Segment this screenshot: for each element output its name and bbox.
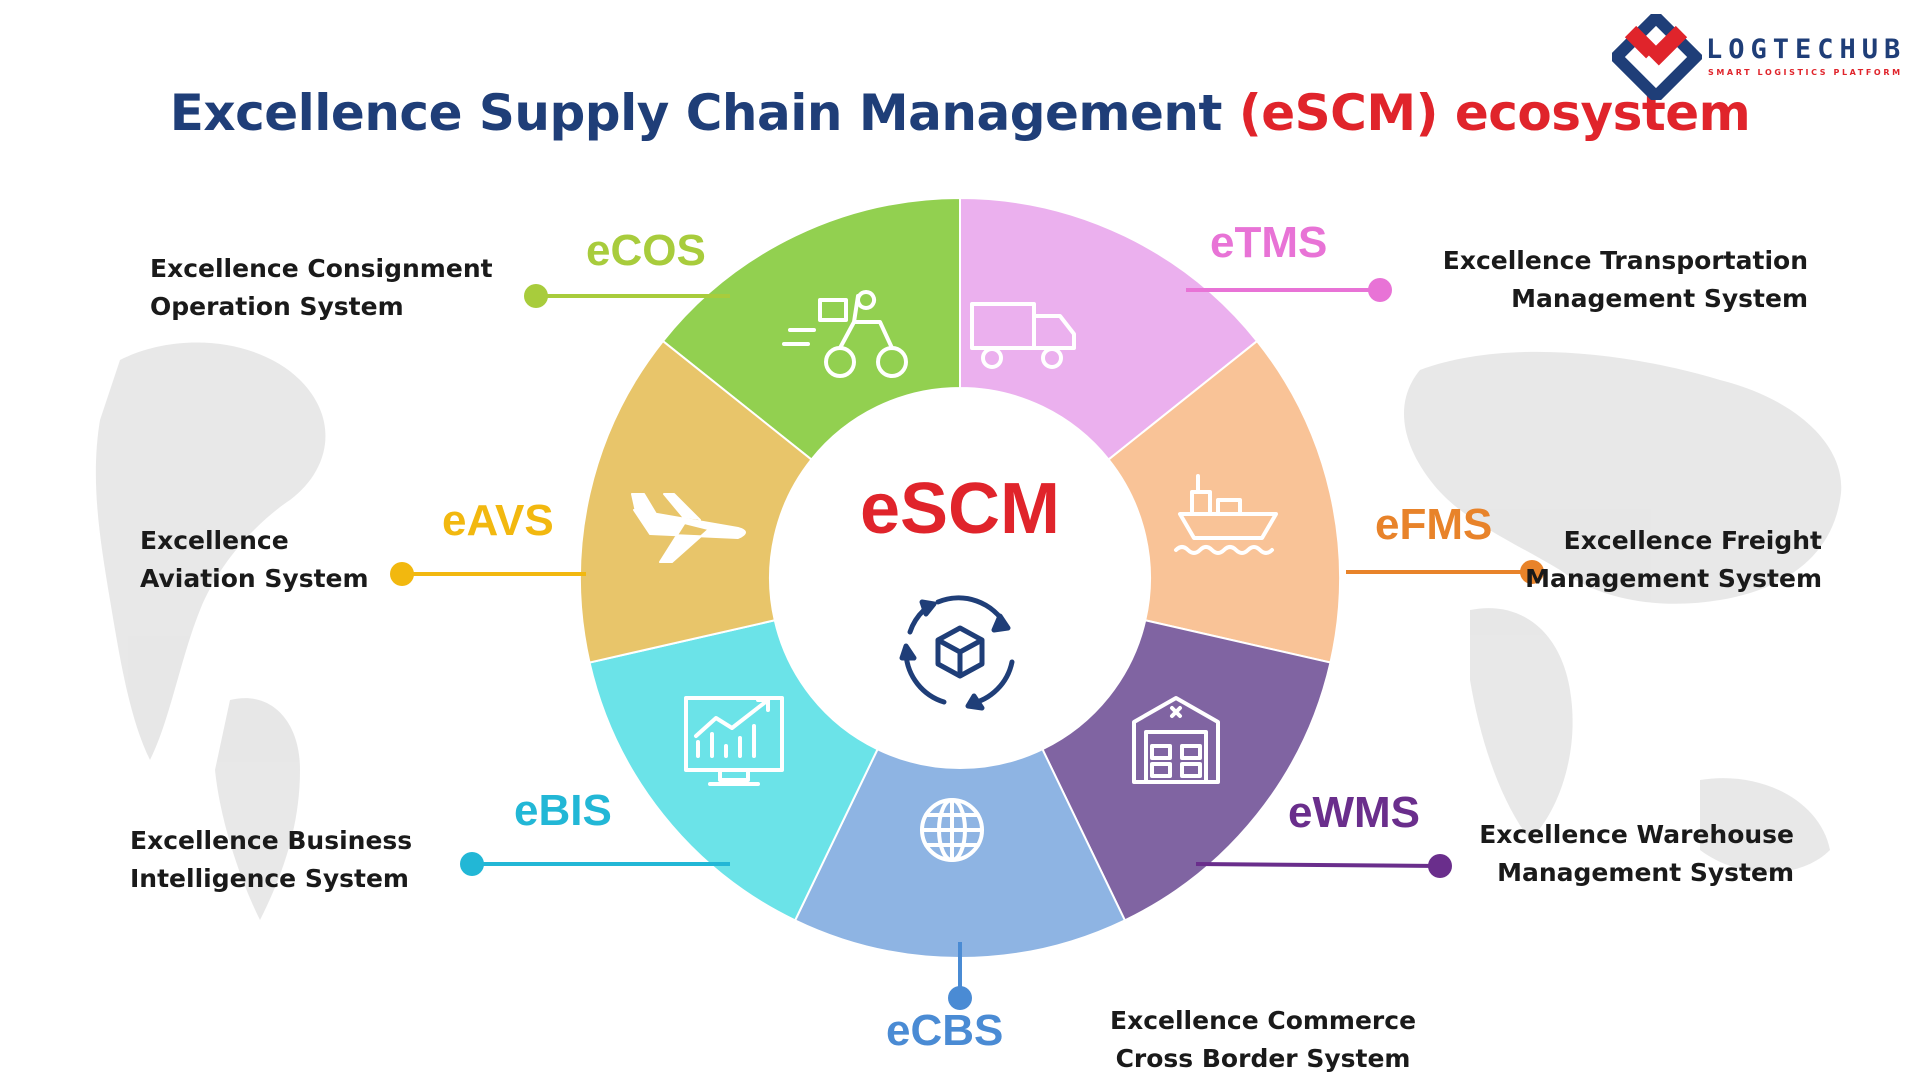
segment-desc-line: Excellence Warehouse xyxy=(1479,820,1794,849)
page-title: Excellence Supply Chain Management (eSCM… xyxy=(0,84,1920,142)
segment-desc-efms: Excellence Freight Management System xyxy=(1525,522,1822,598)
segment-abbr-ebis: eBIS xyxy=(514,786,612,835)
wheel-segment-etms xyxy=(959,196,1259,461)
segment-desc-line: Management System xyxy=(1497,858,1794,887)
wheel-segment-ewms xyxy=(1041,619,1332,922)
delivery-scooter-icon xyxy=(782,290,908,378)
segment-desc-ecbs: Excellence Commerce Cross Border System xyxy=(1110,1002,1416,1078)
segment-desc-ebis: Excellence Business Intelligence System xyxy=(130,822,412,898)
segment-desc-line: Excellence Commerce xyxy=(1110,1006,1417,1035)
airplane-icon xyxy=(631,493,746,563)
segment-desc-line: Excellence Transportation xyxy=(1442,246,1808,275)
segment-desc-line: Operation System xyxy=(150,292,404,321)
segment-abbr-ecos: eCOS xyxy=(586,226,706,275)
connector-dot xyxy=(390,562,414,586)
logtechub-logo: LOGTECHUB SMART LOGISTICS PLATFORM xyxy=(1607,8,1912,106)
segment-desc-line: Management System xyxy=(1525,564,1822,593)
center-label: eSCM xyxy=(859,469,1061,549)
segment-desc-line: Excellence xyxy=(140,526,289,555)
connector-dot xyxy=(524,284,548,308)
connector-dot xyxy=(948,986,972,1010)
globe-icon xyxy=(920,798,984,862)
cycle-arrows-box-icon xyxy=(899,595,1015,711)
segment-abbr-efms: eFMS xyxy=(1375,500,1493,549)
segment-abbr-ewms: eWMS xyxy=(1288,788,1420,837)
segment-desc-line: Intelligence System xyxy=(130,864,409,893)
title-highlight: (eSCM) xyxy=(1238,84,1439,142)
segment-desc-ecos: Excellence Consignment Operation System xyxy=(150,250,493,326)
connector-dot xyxy=(460,852,484,876)
segment-desc-line: Excellence Consignment xyxy=(150,254,493,283)
connector-dot xyxy=(1368,278,1392,302)
logo-tagline: SMART LOGISTICS PLATFORM xyxy=(1708,68,1903,77)
title-suffix: ecosystem xyxy=(1454,84,1751,142)
segment-desc-ewms: Excellence Warehouse Management System xyxy=(1479,816,1794,892)
logo-name: LOGTECHUB xyxy=(1706,34,1907,65)
wheel-center-disc xyxy=(770,388,1150,768)
warehouse-icon xyxy=(1132,696,1220,784)
segment-abbr-ecbs: eCBS xyxy=(886,1006,1004,1055)
connector-dot xyxy=(1520,560,1544,584)
segment-desc-line: Cross Border System xyxy=(1115,1044,1411,1073)
connector-dot xyxy=(1428,854,1452,878)
logo-mark-icon xyxy=(1607,8,1705,106)
segment-desc-line: Aviation System xyxy=(140,564,369,593)
segment-abbr-eavs: eAVS xyxy=(442,496,554,545)
cargo-ship-icon xyxy=(1174,474,1278,555)
title-prefix: Excellence Supply Chain Management xyxy=(169,84,1223,142)
connector-line xyxy=(1195,862,1441,868)
segment-abbr-etms: eTMS xyxy=(1210,218,1328,267)
segment-desc-line: Excellence Business xyxy=(130,826,413,855)
segment-desc-line: Management System xyxy=(1511,284,1808,313)
segment-desc-eavs: Excellence Aviation System xyxy=(140,522,369,598)
segment-desc-line: Excellence Freight xyxy=(1563,526,1822,555)
segment-desc-etms: Excellence Transportation Management Sys… xyxy=(1443,242,1808,318)
delivery-truck-icon xyxy=(970,302,1076,369)
analytics-monitor-icon xyxy=(684,696,784,786)
